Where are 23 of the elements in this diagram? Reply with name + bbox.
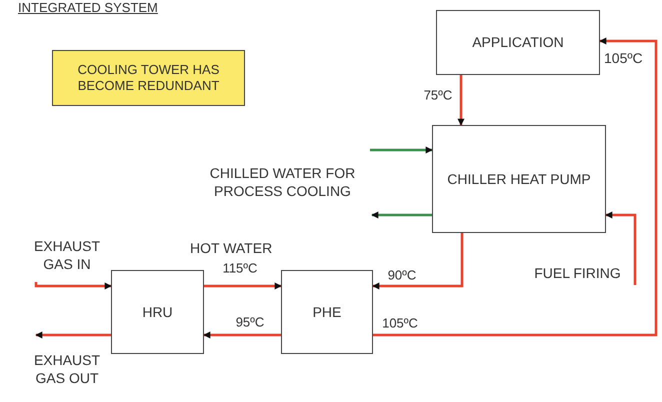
flow-label: HOT WATER — [190, 240, 274, 258]
edge-label: 75ºC — [422, 88, 454, 102]
edge-label: 115ºC — [222, 260, 258, 276]
pipe-arrow — [458, 75, 464, 126]
process-box: APPLICATION — [436, 10, 600, 75]
diagram-title: INTEGRATED SYSTEM — [18, 0, 158, 15]
pipe-arrow — [35, 332, 111, 338]
process-box: CHILLER HEAT PUMP — [432, 125, 606, 233]
temperature-label: 105ºC — [604, 50, 644, 68]
process-box: PHE — [281, 270, 373, 354]
edge-label: 95ºC — [234, 314, 266, 330]
pipe-arrow — [372, 233, 464, 290]
pipe-arrow — [371, 212, 432, 218]
edge-label: 105ºC — [381, 316, 419, 330]
pipe-arrow — [34, 282, 112, 290]
pipe-arrow — [204, 282, 282, 290]
process-box: HRU — [111, 270, 204, 354]
pipe-arrow — [370, 146, 433, 154]
pipe-arrow — [203, 332, 281, 338]
note-box: COOLING TOWER HAS BECOME REDUNDANT — [52, 50, 245, 106]
edge-label: 90ºC — [386, 268, 418, 282]
pipe-arrow — [373, 38, 658, 336]
pipe-arrow — [605, 212, 636, 285]
